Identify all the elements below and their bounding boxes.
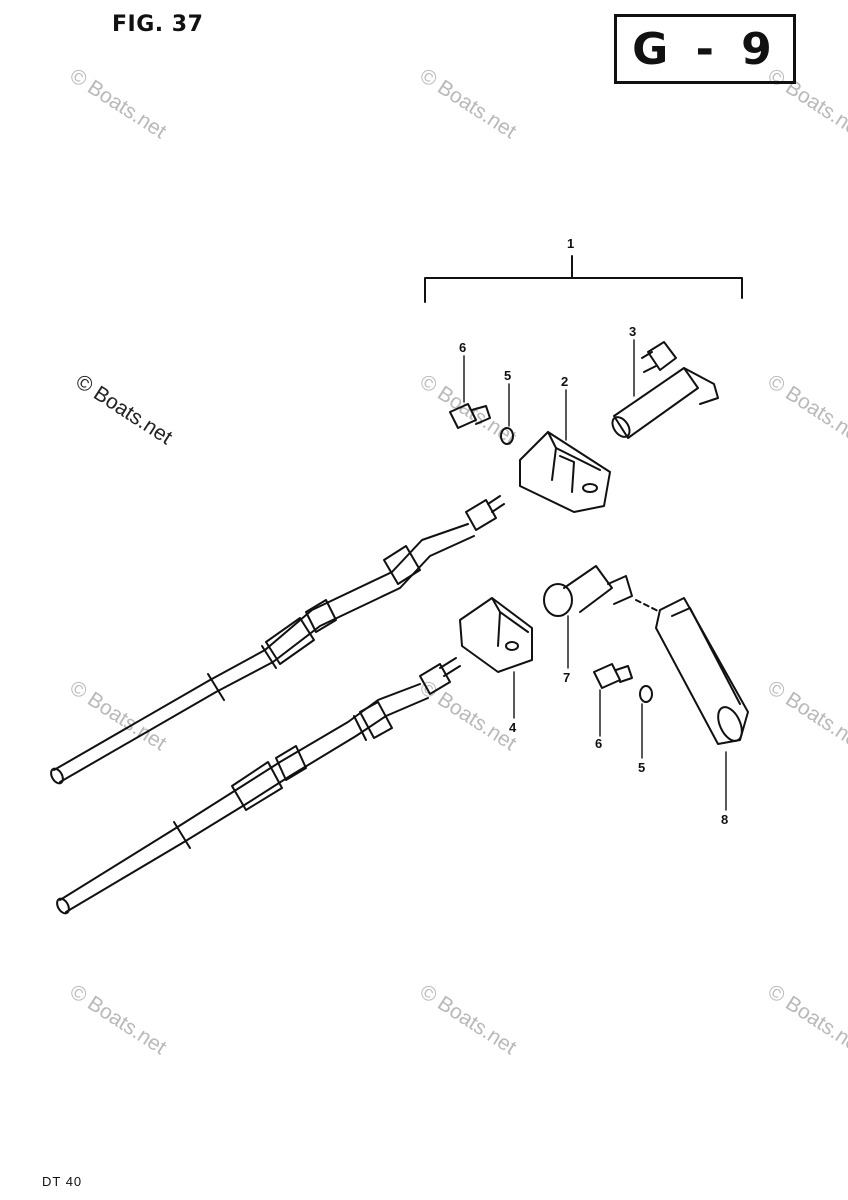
leader-lines: [463, 339, 727, 811]
callout-6-lower: 6: [595, 736, 602, 751]
figure-label: FIG. 37: [112, 12, 204, 37]
upper-cable: [50, 495, 505, 785]
part-6-bolt-lower: [593, 663, 633, 689]
callout-7: 7: [563, 670, 570, 685]
callout-6-upper: 6: [459, 340, 466, 355]
callout-5-upper: 5: [504, 368, 511, 383]
lower-cable: [56, 657, 461, 915]
callout-5-lower: 5: [638, 760, 645, 775]
part-3-rod: [611, 341, 719, 439]
callout-3: 3: [629, 324, 636, 339]
model-label: DT 40: [42, 1174, 83, 1189]
part-2-clamp-bracket: [519, 431, 611, 513]
part-5-washer-lower: [639, 685, 653, 703]
section-code-box: G - 9: [614, 14, 796, 84]
part-8-lever-arm: [635, 597, 749, 745]
callout-1: 1: [567, 236, 574, 251]
part-6-bolt-upper: [449, 403, 491, 429]
assembly-bracket: [424, 255, 743, 303]
part-7-ball-joint: [543, 565, 633, 617]
part-5-washer-upper: [500, 427, 514, 445]
callout-2: 2: [561, 374, 568, 389]
callout-8: 8: [721, 812, 728, 827]
callout-4: 4: [509, 720, 517, 735]
part-4-clamp-bracket: [459, 597, 533, 673]
